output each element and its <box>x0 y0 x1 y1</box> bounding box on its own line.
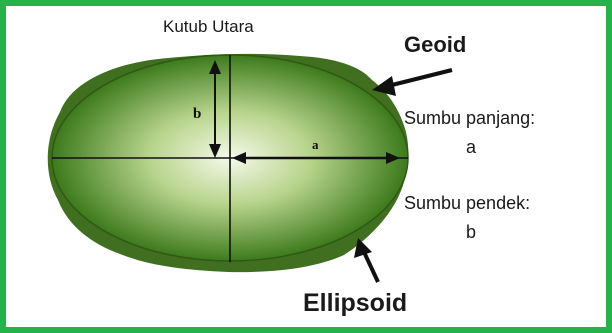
ellipsoid-label: Ellipsoid <box>303 289 407 318</box>
north-pole-label: Kutub Utara <box>163 17 254 37</box>
axis-b-letter: b <box>193 106 201 123</box>
long-axis-value: a <box>466 137 476 158</box>
axis-a-letter: a <box>312 137 319 153</box>
geoid-label: Geoid <box>404 32 466 58</box>
ellipsoid-pointer-arrow <box>354 238 378 282</box>
short-axis-label: Sumbu pendek: <box>404 193 530 214</box>
short-axis-value: b <box>466 222 476 243</box>
geoid-pointer-arrow <box>372 70 452 96</box>
long-axis-label: Sumbu panjang: <box>404 108 535 129</box>
